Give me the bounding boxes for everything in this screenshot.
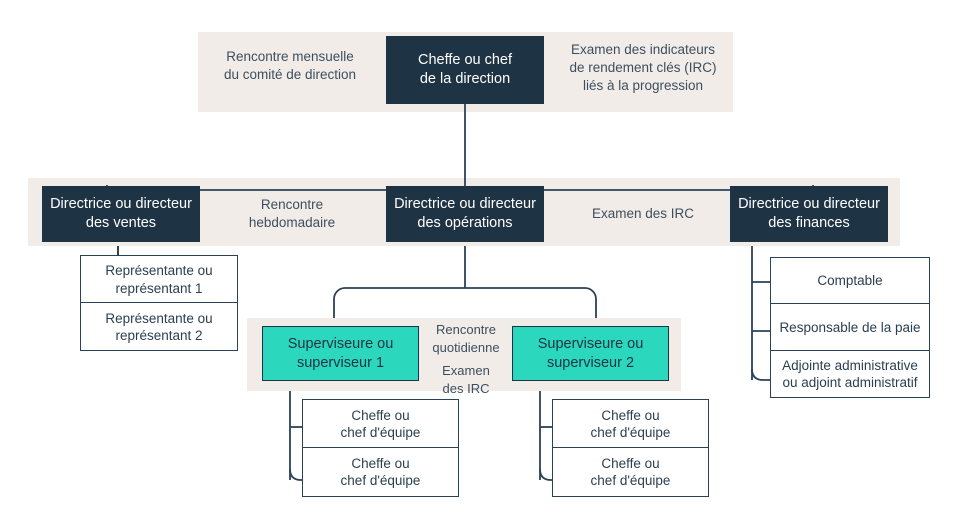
note-right-line3: liés à la progression xyxy=(582,78,704,94)
node-finance-line1: Directrice ou directeur xyxy=(738,196,880,213)
node-ops-line2: des opérations xyxy=(417,215,513,231)
note-monthly-leadership-meeting: Rencontre mensuelle du comité de directi… xyxy=(210,48,370,84)
rep2-line2: représentant 2 xyxy=(115,327,203,343)
note-left-line2: du comité de direction xyxy=(223,67,357,83)
node-sales-line1: Directrice ou directeur xyxy=(50,196,192,213)
node-director-finance[interactable]: Directrice ou directeur des finances xyxy=(730,186,888,242)
node-team-lead-2b[interactable]: Cheffe ou chef d'équipe xyxy=(552,447,709,498)
note-weekly-meeting: Rencontre hebdomadaire xyxy=(222,196,362,232)
sup-note-line4: des IRC xyxy=(442,380,490,396)
node-finance-line2: des finances xyxy=(768,215,850,231)
tl2b-line1: Cheffe ou xyxy=(601,456,660,472)
wire-sup1-elbow-2 xyxy=(289,468,302,481)
tl2b-line2: chef d'équipe xyxy=(590,473,671,489)
tl1b-line1: Cheffe ou xyxy=(351,456,410,472)
node-team-lead-1a[interactable]: Cheffe ou chef d'équipe xyxy=(302,399,459,449)
fin2-line1: Responsable de la paie xyxy=(779,319,921,335)
note-left-line1: Rencontre mensuelle xyxy=(226,49,354,64)
note-kpi-review: Examen des IRC xyxy=(570,205,716,223)
note-kpi-line1: Examen des IRC xyxy=(591,206,695,221)
sup-note-line3: Examen xyxy=(442,363,490,379)
wire-ops-left xyxy=(333,287,346,318)
wire-fin-elbow-3 xyxy=(751,368,770,381)
node-accountant[interactable]: Comptable xyxy=(770,257,930,305)
node-team-lead-2a[interactable]: Cheffe ou chef d'équipe xyxy=(552,399,709,449)
wire-sup2-elbow-2 xyxy=(539,468,552,481)
node-ceo-line2: de la direction xyxy=(419,71,511,87)
node-sales-rep-1[interactable]: Représentante ou représentant 1 xyxy=(80,255,238,304)
node-team-lead-1b[interactable]: Cheffe ou chef d'équipe xyxy=(302,447,459,498)
node-supervisor-1[interactable]: Superviseure ou superviseur 1 xyxy=(262,326,419,381)
note-right-line2: de rendement clés (IRC) xyxy=(569,60,717,76)
node-ops-line1: Directrice ou directeur xyxy=(394,196,536,213)
fin3-line1: Adjointe administrative xyxy=(782,357,918,373)
node-director-sales[interactable]: Directrice ou directeur des ventes xyxy=(42,186,200,242)
sup1-line2: superviseur 1 xyxy=(296,354,385,371)
note-weekly-line2: hebdomadaire xyxy=(248,215,336,231)
node-supervisor-2[interactable]: Superviseure ou superviseur 2 xyxy=(512,326,669,381)
node-ceo-line1: Cheffe ou chef xyxy=(417,52,513,69)
tl1b-line2: chef d'équipe xyxy=(340,473,421,489)
fin3-line2: ou adjoint administratif xyxy=(782,374,918,390)
sup2-line1: Superviseure ou xyxy=(537,335,644,352)
node-director-operations[interactable]: Directrice ou directeur des opérations xyxy=(386,186,544,242)
wire-ops-right xyxy=(584,287,597,318)
rep1-line2: représentant 1 xyxy=(115,280,203,296)
fin1-line1: Comptable xyxy=(817,273,883,289)
node-admin-assistant[interactable]: Adjointe administrative ou adjoint admin… xyxy=(770,349,930,398)
note-kpi-review-progress: Examen des indicateurs de rendement clés… xyxy=(560,41,726,96)
group-finance-children: Comptable Responsable de la paie Adjoint… xyxy=(770,257,930,398)
group-team-leads-right: Cheffe ou chef d'équipe Cheffe ou chef d… xyxy=(552,399,709,498)
note-weekly-line1: Rencontre xyxy=(260,197,324,212)
note-right-line1: Examen des indicateurs xyxy=(570,42,716,57)
sup1-line1: Superviseure ou xyxy=(287,335,394,352)
node-payroll-manager[interactable]: Responsable de la paie xyxy=(770,303,930,352)
rep2-line1: Représentante ou xyxy=(105,310,213,326)
group-team-leads-left: Cheffe ou chef d'équipe Cheffe ou chef d… xyxy=(302,399,459,498)
rep1-line1: Représentante ou xyxy=(105,263,213,279)
group-sales-children: Représentante ou représentant 1 Représen… xyxy=(80,255,238,352)
sup-note-line1: Rencontre xyxy=(436,322,496,337)
node-ceo[interactable]: Cheffe ou chef de la direction xyxy=(386,36,544,104)
note-daily-meeting-kpi: Rencontre quotidienne Examen des IRC xyxy=(424,321,508,397)
tl2a-line2: chef d'équipe xyxy=(590,425,671,440)
tl1a-line2: chef d'équipe xyxy=(340,425,421,440)
sup-note-line2: quotidienne xyxy=(432,339,500,355)
node-sales-line2: des ventes xyxy=(85,215,157,231)
node-sales-rep-2[interactable]: Représentante ou représentant 2 xyxy=(80,302,238,352)
tl1a-line1: Cheffe ou xyxy=(351,407,410,423)
sup2-line2: superviseur 2 xyxy=(546,354,635,371)
tl2a-line1: Cheffe ou xyxy=(601,407,660,423)
